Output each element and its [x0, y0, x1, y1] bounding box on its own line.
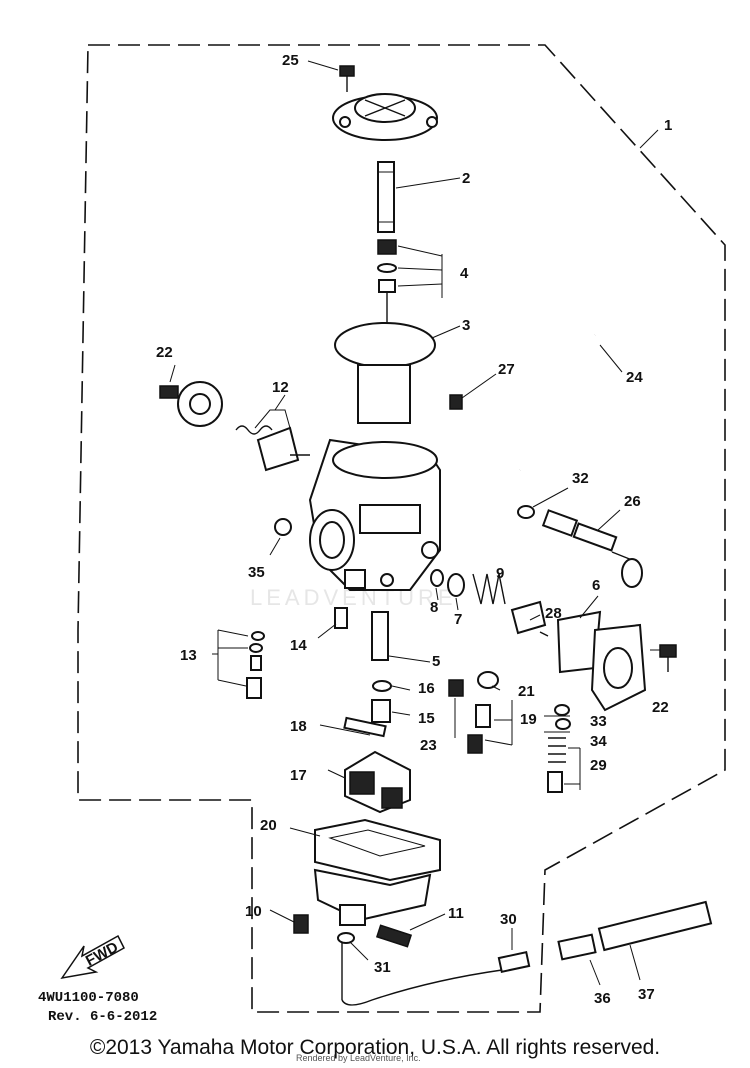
part-32-oring — [517, 487, 569, 519]
part-26-choke-plunger — [541, 509, 643, 588]
callout-6: 6 — [592, 577, 600, 594]
callout-22-left: 22 — [156, 344, 173, 361]
part-19-float-valve — [467, 700, 513, 754]
callout-4: 4 — [460, 265, 469, 282]
callout-34: 34 — [590, 733, 607, 750]
part-coasting-cover — [590, 623, 647, 712]
callout-32: 32 — [572, 470, 589, 487]
copyright-text: ©2013 Yamaha Motor Corporation, U.S.A. A… — [89, 1036, 661, 1059]
part-37-hose — [597, 900, 713, 952]
part-float-bowl — [313, 868, 432, 926]
part-22-left-cover — [159, 381, 223, 427]
rendered-by-text: Rendered by LeadVenture, Inc. — [296, 1053, 421, 1063]
part-8-washer — [430, 569, 444, 587]
part-35-nut — [274, 518, 292, 536]
part-code: 4WU1100-7080 — [38, 990, 139, 1006]
part-13-screw-set — [212, 629, 265, 699]
part-17-float — [344, 750, 411, 814]
callout-28: 28 — [545, 605, 562, 622]
callout-27: 27 — [498, 361, 515, 378]
part-7-seal — [447, 573, 465, 597]
part-15-main-jet — [371, 699, 391, 723]
part-24-cable — [518, 334, 623, 471]
callout-12: 12 — [272, 379, 289, 396]
callout-9: 9 — [496, 565, 504, 582]
part-31-clamp — [337, 932, 355, 944]
callout-33: 33 — [590, 713, 607, 730]
callout-18: 18 — [290, 718, 307, 735]
callout-15: 15 — [418, 710, 435, 727]
leader-lines — [169, 129, 660, 986]
part-34-washer — [555, 718, 571, 730]
callout-20: 20 — [260, 817, 277, 834]
part-10-screw — [293, 914, 309, 934]
callout-3: 3 — [462, 317, 470, 334]
callout-26: 26 — [624, 493, 641, 510]
callout-37: 37 — [638, 986, 655, 1003]
callout-23: 23 — [420, 737, 437, 754]
callout-7: 7 — [454, 611, 462, 628]
callout-11: 11 — [448, 905, 464, 922]
part-25-screw — [307, 60, 355, 92]
callout-17: 17 — [290, 767, 307, 784]
part-12-pilot-valve — [235, 409, 310, 472]
part-14-jet — [317, 607, 348, 639]
assembly-boundary — [77, 44, 726, 1013]
callout-14: 14 — [290, 637, 307, 654]
callout-24: 24 — [626, 369, 643, 386]
callout-35: 35 — [248, 564, 265, 581]
part-6-gasket — [556, 595, 602, 674]
fwd-label: FWD — [83, 939, 121, 970]
part-20-bowl-gasket — [314, 818, 441, 882]
part-29-screw-set — [547, 737, 581, 793]
part-27-jet — [449, 373, 497, 410]
callout-36: 36 — [594, 990, 611, 1007]
part-30-fitting — [497, 951, 531, 973]
callout-8: 8 — [430, 599, 438, 616]
part-5-needle-jet — [371, 611, 431, 663]
revision-date: Rev. 6-6-2012 — [48, 1009, 158, 1025]
part-22-right-screw — [659, 644, 677, 672]
callout-30: 30 — [500, 911, 517, 928]
part-33-oring — [554, 704, 570, 716]
part-4-needle-set — [377, 239, 443, 340]
part-3-diaphragm — [334, 322, 461, 424]
part-2-spring — [377, 161, 461, 233]
part-carburetor-body — [308, 438, 441, 591]
callout-29: 29 — [590, 757, 607, 774]
part-top-cover — [332, 93, 438, 141]
part-23-jet — [448, 679, 464, 697]
callout-25: 25 — [282, 52, 299, 69]
part-18-pin — [319, 716, 387, 738]
callout-1: 1 — [664, 117, 672, 134]
callout-21: 21 — [518, 683, 535, 700]
part-16-oring — [372, 680, 392, 692]
callout-22-right: 22 — [652, 699, 669, 716]
part-11-drain-screw — [375, 924, 413, 948]
callout-31: 31 — [374, 959, 391, 976]
part-21-cap — [477, 671, 499, 689]
part-drain-hose — [341, 942, 503, 1006]
fwd-arrow-icon: FWD — [60, 934, 125, 980]
callout-19: 19 — [520, 711, 537, 728]
callout-16: 16 — [418, 680, 435, 697]
callout-13: 13 — [180, 647, 197, 664]
callout-10: 10 — [245, 903, 262, 920]
part-9-spring — [472, 573, 506, 605]
callout-2: 2 — [462, 170, 470, 187]
part-36-fitting — [557, 933, 597, 961]
callout-5: 5 — [432, 653, 440, 670]
part-28-lever — [510, 600, 549, 637]
